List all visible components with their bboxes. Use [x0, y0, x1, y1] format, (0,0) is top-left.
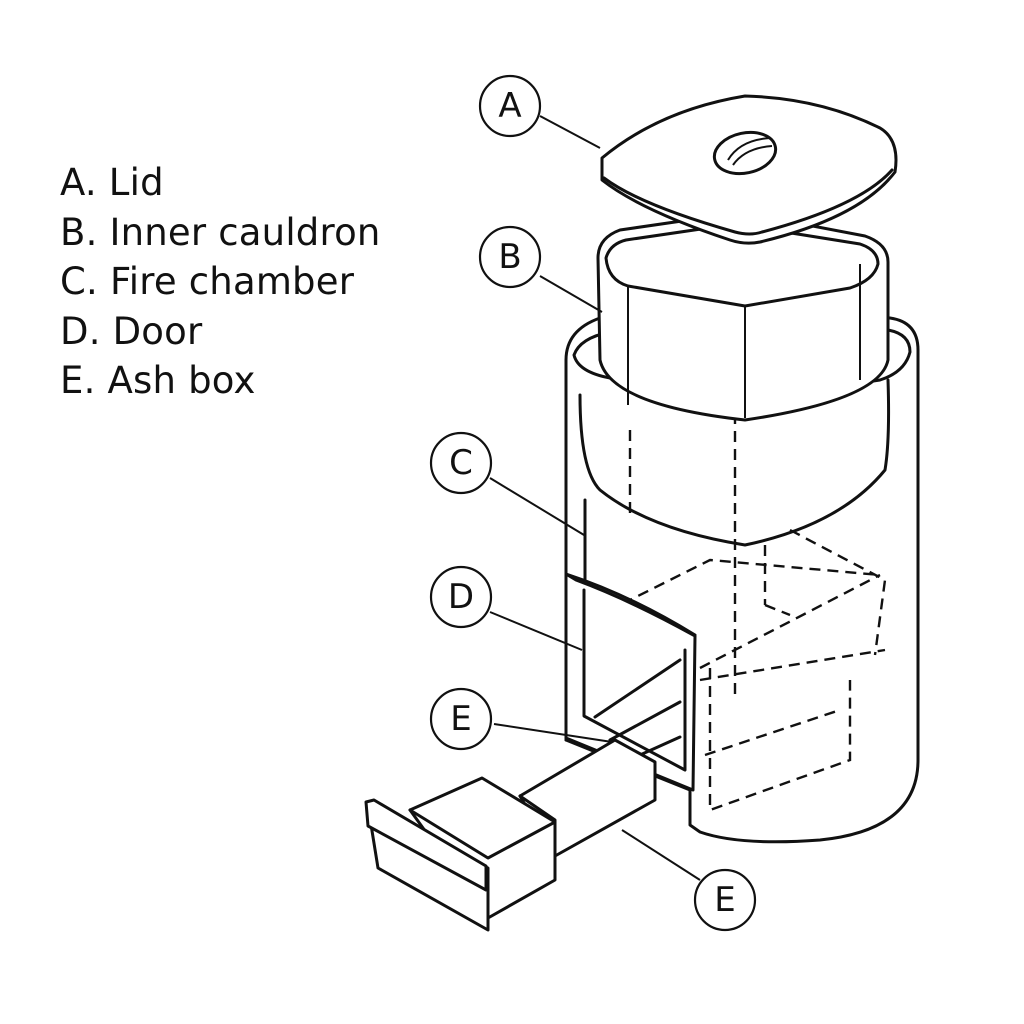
callout-c: C	[429, 431, 493, 495]
callout-letter: C	[449, 443, 473, 483]
callout-a: A	[478, 74, 542, 138]
callout-letter: A	[498, 86, 521, 126]
callout-e-drawer: E	[693, 868, 757, 932]
callout-letter: B	[498, 237, 521, 277]
callout-letter: D	[448, 577, 474, 617]
legend-item-door: D. Door	[60, 309, 203, 353]
legend-item-inner-cauldron: B. Inner cauldron	[60, 210, 381, 254]
leader-line-c	[489, 477, 585, 536]
leader-line-e2	[621, 829, 701, 881]
leader-line-e1	[493, 723, 613, 743]
leader-line-b	[539, 275, 603, 313]
callout-e-slot: E	[429, 687, 493, 751]
legend-item-fire-chamber: C. Fire chamber	[60, 260, 355, 303]
ash-box-drawer	[364, 738, 657, 932]
lid	[600, 94, 898, 245]
leader-lines	[489, 115, 701, 881]
leader-line-a	[539, 115, 601, 149]
legend-item-ash-box: E. Ash box	[60, 359, 256, 402]
callout-letter: E	[714, 880, 735, 920]
door	[564, 572, 697, 792]
leader-line-d	[489, 611, 583, 651]
parts-legend: A. Lid B. Inner cauldron C. Fire chamber…	[60, 158, 381, 406]
callout-d: D	[429, 565, 493, 629]
callout-letter: E	[450, 699, 471, 739]
callout-b: B	[478, 225, 542, 289]
inner-cauldron	[596, 211, 890, 422]
legend-item-lid: A. Lid	[60, 161, 164, 204]
